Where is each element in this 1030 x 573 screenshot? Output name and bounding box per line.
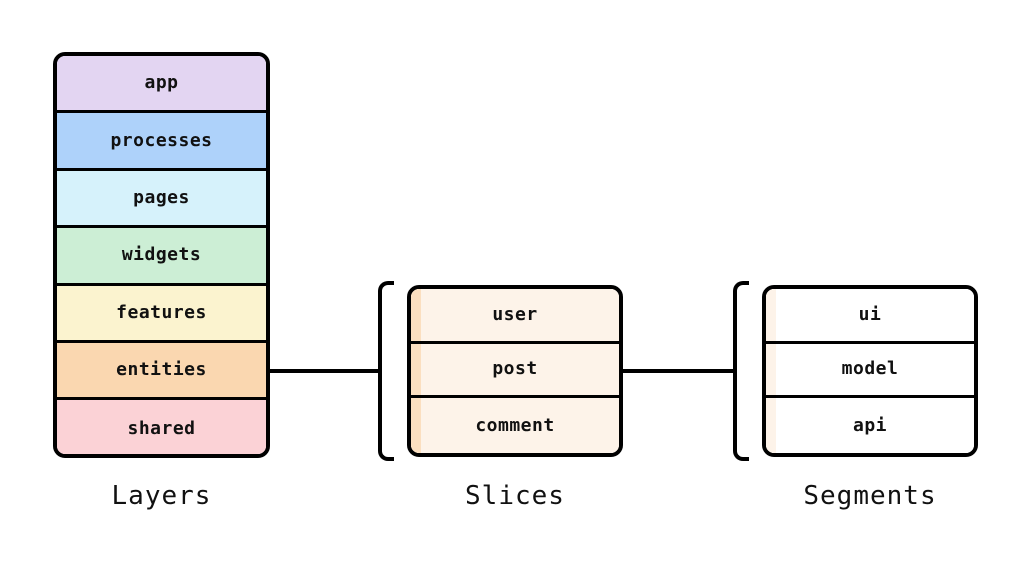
- connector-post-to-segments: [621, 369, 737, 373]
- slice-accent-stripe: [411, 343, 421, 396]
- layer-label-pages: pages: [133, 187, 190, 209]
- slice-accent-stripe: [411, 289, 421, 341]
- slices-group-box: user post comment: [407, 285, 623, 457]
- slice-row-post[interactable]: post: [411, 343, 619, 399]
- caption-layers: Layers: [111, 481, 212, 511]
- segment-label-model: model: [841, 358, 899, 380]
- connector-entities-to-slices: [268, 369, 382, 373]
- layer-row-pages[interactable]: pages: [57, 170, 266, 229]
- layer-label-features: features: [116, 301, 207, 323]
- layer-label-shared: shared: [127, 418, 196, 440]
- layer-row-widgets[interactable]: widgets: [57, 228, 266, 286]
- slice-row-comment[interactable]: comment: [411, 398, 619, 453]
- slice-label-user: user: [492, 303, 538, 325]
- segments-bracket-icon: [733, 281, 749, 461]
- layers-group-box: app processes pages widgets features ent…: [53, 52, 270, 458]
- layer-row-entities[interactable]: entities: [57, 343, 266, 401]
- segment-label-ui: ui: [858, 303, 882, 325]
- layer-label-entities: entities: [116, 359, 207, 381]
- layer-label-app: app: [144, 72, 179, 94]
- segment-row-model[interactable]: model: [766, 343, 974, 399]
- segment-label-api: api: [852, 414, 887, 436]
- segment-accent-stripe: [766, 289, 776, 341]
- segment-row-api[interactable]: api: [766, 398, 974, 453]
- layer-label-widgets: widgets: [121, 244, 202, 266]
- caption-segments: Segments: [803, 481, 937, 511]
- layer-row-app[interactable]: app: [57, 56, 266, 114]
- slice-accent-stripe: [411, 398, 421, 453]
- segment-accent-stripe: [766, 343, 776, 396]
- segments-group-box: ui model api: [762, 285, 978, 457]
- slice-label-post: post: [492, 358, 538, 380]
- segment-row-ui[interactable]: ui: [766, 289, 974, 344]
- layer-row-shared[interactable]: shared: [57, 400, 266, 454]
- segment-accent-stripe: [766, 398, 776, 453]
- layer-label-processes: processes: [110, 129, 213, 151]
- layer-row-processes[interactable]: processes: [57, 113, 266, 171]
- slices-bracket-icon: [378, 281, 394, 461]
- slice-row-user[interactable]: user: [411, 289, 619, 344]
- caption-slices: Slices: [465, 481, 565, 511]
- layer-row-features[interactable]: features: [57, 285, 266, 344]
- slice-label-comment: comment: [475, 414, 555, 436]
